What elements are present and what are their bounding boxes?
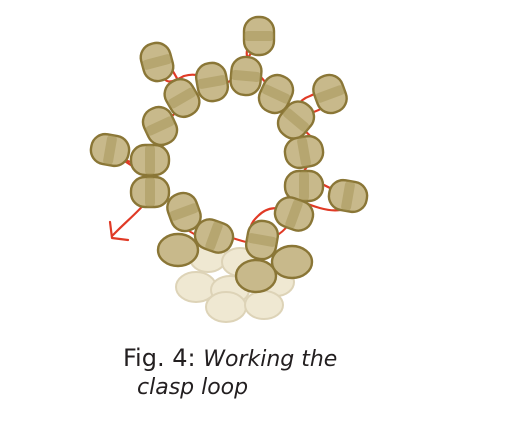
bead	[229, 55, 263, 97]
bead	[194, 61, 230, 103]
bead	[163, 77, 201, 119]
figure-caption: Fig. 4: Working the clasp loop	[123, 346, 337, 399]
bead	[234, 258, 278, 294]
bead	[129, 175, 171, 209]
bead	[273, 196, 315, 232]
base-top-beads	[156, 232, 314, 294]
bead	[312, 73, 348, 115]
bead	[129, 143, 171, 177]
bead	[193, 218, 235, 254]
base-bead	[244, 290, 284, 320]
bead	[141, 105, 179, 147]
bead	[166, 191, 202, 233]
figure-title-line2: clasp loop	[137, 375, 249, 400]
figure-title-line1: Working the	[203, 347, 338, 372]
bead	[89, 132, 131, 168]
figure-label: Fig. 4:	[123, 344, 196, 372]
base-bead	[205, 291, 247, 323]
bead	[327, 178, 369, 214]
bead	[283, 169, 325, 203]
bead	[244, 219, 280, 261]
loop-beads	[89, 15, 369, 261]
thread-arrowhead	[108, 220, 130, 242]
bead	[156, 232, 200, 268]
bead	[257, 73, 295, 115]
bead	[283, 134, 325, 170]
bead	[270, 244, 314, 280]
bead	[139, 41, 175, 83]
bead	[276, 100, 316, 140]
bead	[242, 15, 276, 57]
